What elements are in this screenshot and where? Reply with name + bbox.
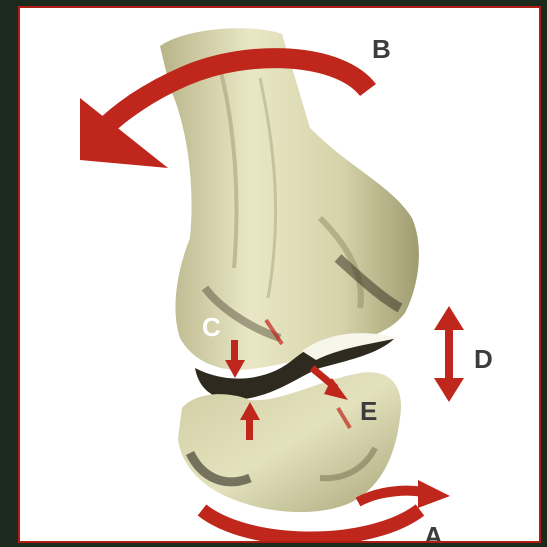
figure-frame: B C D E A [18, 6, 541, 543]
label-d: D [474, 344, 493, 374]
label-c: C [202, 312, 221, 342]
label-b: B [372, 34, 391, 64]
bone-diagram: B C D E A [20, 8, 541, 543]
double-arrow-d [434, 306, 464, 402]
label-a: A [424, 521, 443, 543]
label-e: E [360, 396, 377, 426]
